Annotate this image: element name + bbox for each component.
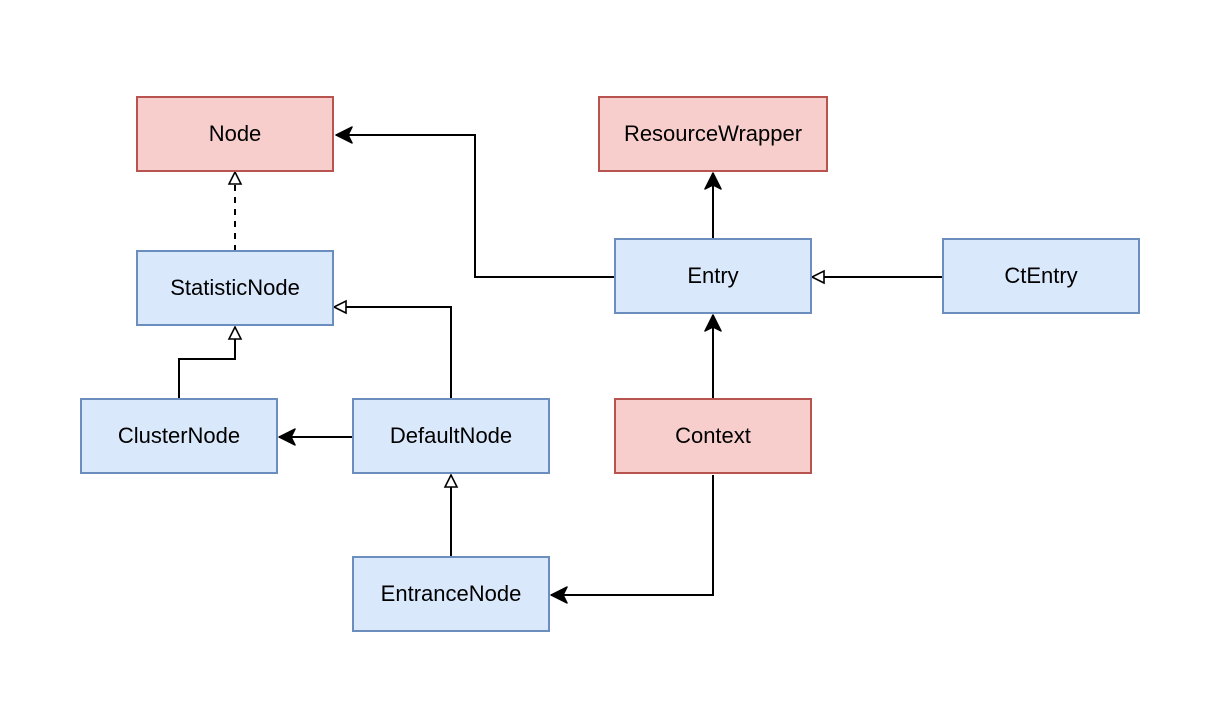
- node-clusternode[interactable]: ClusterNode: [80, 398, 278, 474]
- node-defaultnode[interactable]: DefaultNode: [352, 398, 550, 474]
- node-entry[interactable]: Entry: [614, 238, 812, 314]
- node-statisticnode[interactable]: StatisticNode: [136, 250, 334, 326]
- node-ctentry-label: CtEntry: [1004, 263, 1077, 288]
- node-statisticnode-label: StatisticNode: [170, 275, 300, 300]
- node-defaultnode-label: DefaultNode: [390, 423, 512, 448]
- node-context-label: Context: [675, 423, 751, 448]
- node-entrancenode[interactable]: EntranceNode: [352, 556, 550, 632]
- edge-context-to-entrancenode: [550, 475, 714, 604]
- node-resourcewrapper-label: ResourceWrapper: [624, 121, 802, 146]
- node-context[interactable]: Context: [614, 398, 812, 474]
- node-node[interactable]: Node: [136, 96, 334, 172]
- node-node-label: Node: [209, 121, 262, 146]
- node-entrancenode-label: EntranceNode: [381, 581, 522, 606]
- edges: [178, 126, 942, 604]
- edge-defaultnode-to-statisticnode: [332, 299, 452, 399]
- node-ctentry[interactable]: CtEntry: [942, 238, 1140, 314]
- edge-entry-to-node: [335, 126, 614, 278]
- node-resourcewrapper[interactable]: ResourceWrapper: [598, 96, 828, 172]
- edge-clusternode-to-statisticnode: [178, 325, 243, 399]
- node-entry-label: Entry: [687, 263, 738, 288]
- node-clusternode-label: ClusterNode: [118, 423, 240, 448]
